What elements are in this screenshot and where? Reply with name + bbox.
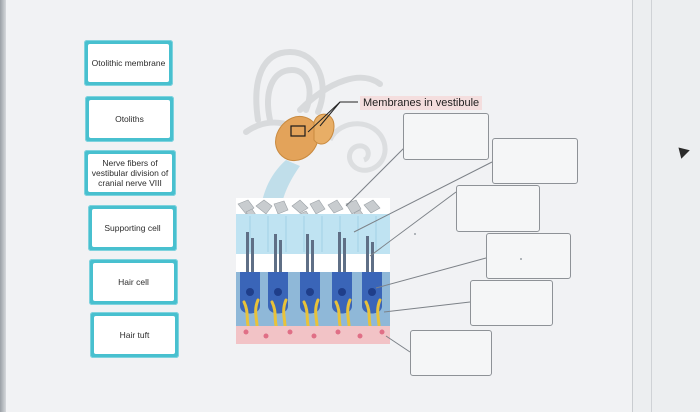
drop-target-4[interactable]	[486, 233, 571, 279]
drag-label-text: Otoliths	[89, 100, 170, 138]
drag-label-hair-tuft[interactable]: Hair tuft	[90, 312, 179, 358]
drag-label-text: Supporting cell	[92, 209, 173, 247]
drag-label-otolithic-membrane[interactable]: Otolithic membrane	[84, 40, 173, 86]
drop-target-3[interactable]	[456, 185, 540, 232]
drop-target-2[interactable]	[492, 138, 578, 184]
hair-cell-section	[236, 198, 390, 344]
magnified-region-marker	[290, 125, 306, 137]
drag-label-otoliths[interactable]: Otoliths	[85, 96, 174, 142]
cochlea-drawing	[327, 121, 388, 173]
drag-label-text: Otolithic membrane	[88, 44, 169, 82]
inner-ear-drawing	[243, 48, 383, 135]
drag-label-text: Hair tuft	[94, 316, 175, 354]
drop-target-5[interactable]	[470, 280, 553, 326]
drag-label-supporting-cell[interactable]: Supporting cell	[88, 205, 177, 251]
drag-label-hair-cell[interactable]: Hair cell	[89, 259, 178, 305]
scrollbar-track[interactable]	[651, 0, 652, 412]
drag-label-text: Nerve fibers of vestibular division of c…	[88, 154, 172, 192]
leader-lines	[345, 147, 493, 353]
vestibule-illustration	[236, 48, 493, 353]
vestibule-sac	[275, 116, 320, 161]
figure-title: Membranes in vestibule	[360, 96, 483, 110]
drop-target-1[interactable]	[403, 113, 489, 160]
drag-label-text: Hair cell	[93, 263, 174, 301]
screen-speck	[414, 233, 416, 235]
drop-target-6[interactable]	[410, 330, 492, 376]
pointer-lines	[307, 101, 358, 133]
screen-speck	[520, 258, 522, 260]
page-margin	[633, 0, 700, 412]
monitor-edge	[0, 0, 6, 412]
drag-label-nerve-fibers[interactable]: Nerve fibers of vestibular division of c…	[84, 150, 176, 196]
